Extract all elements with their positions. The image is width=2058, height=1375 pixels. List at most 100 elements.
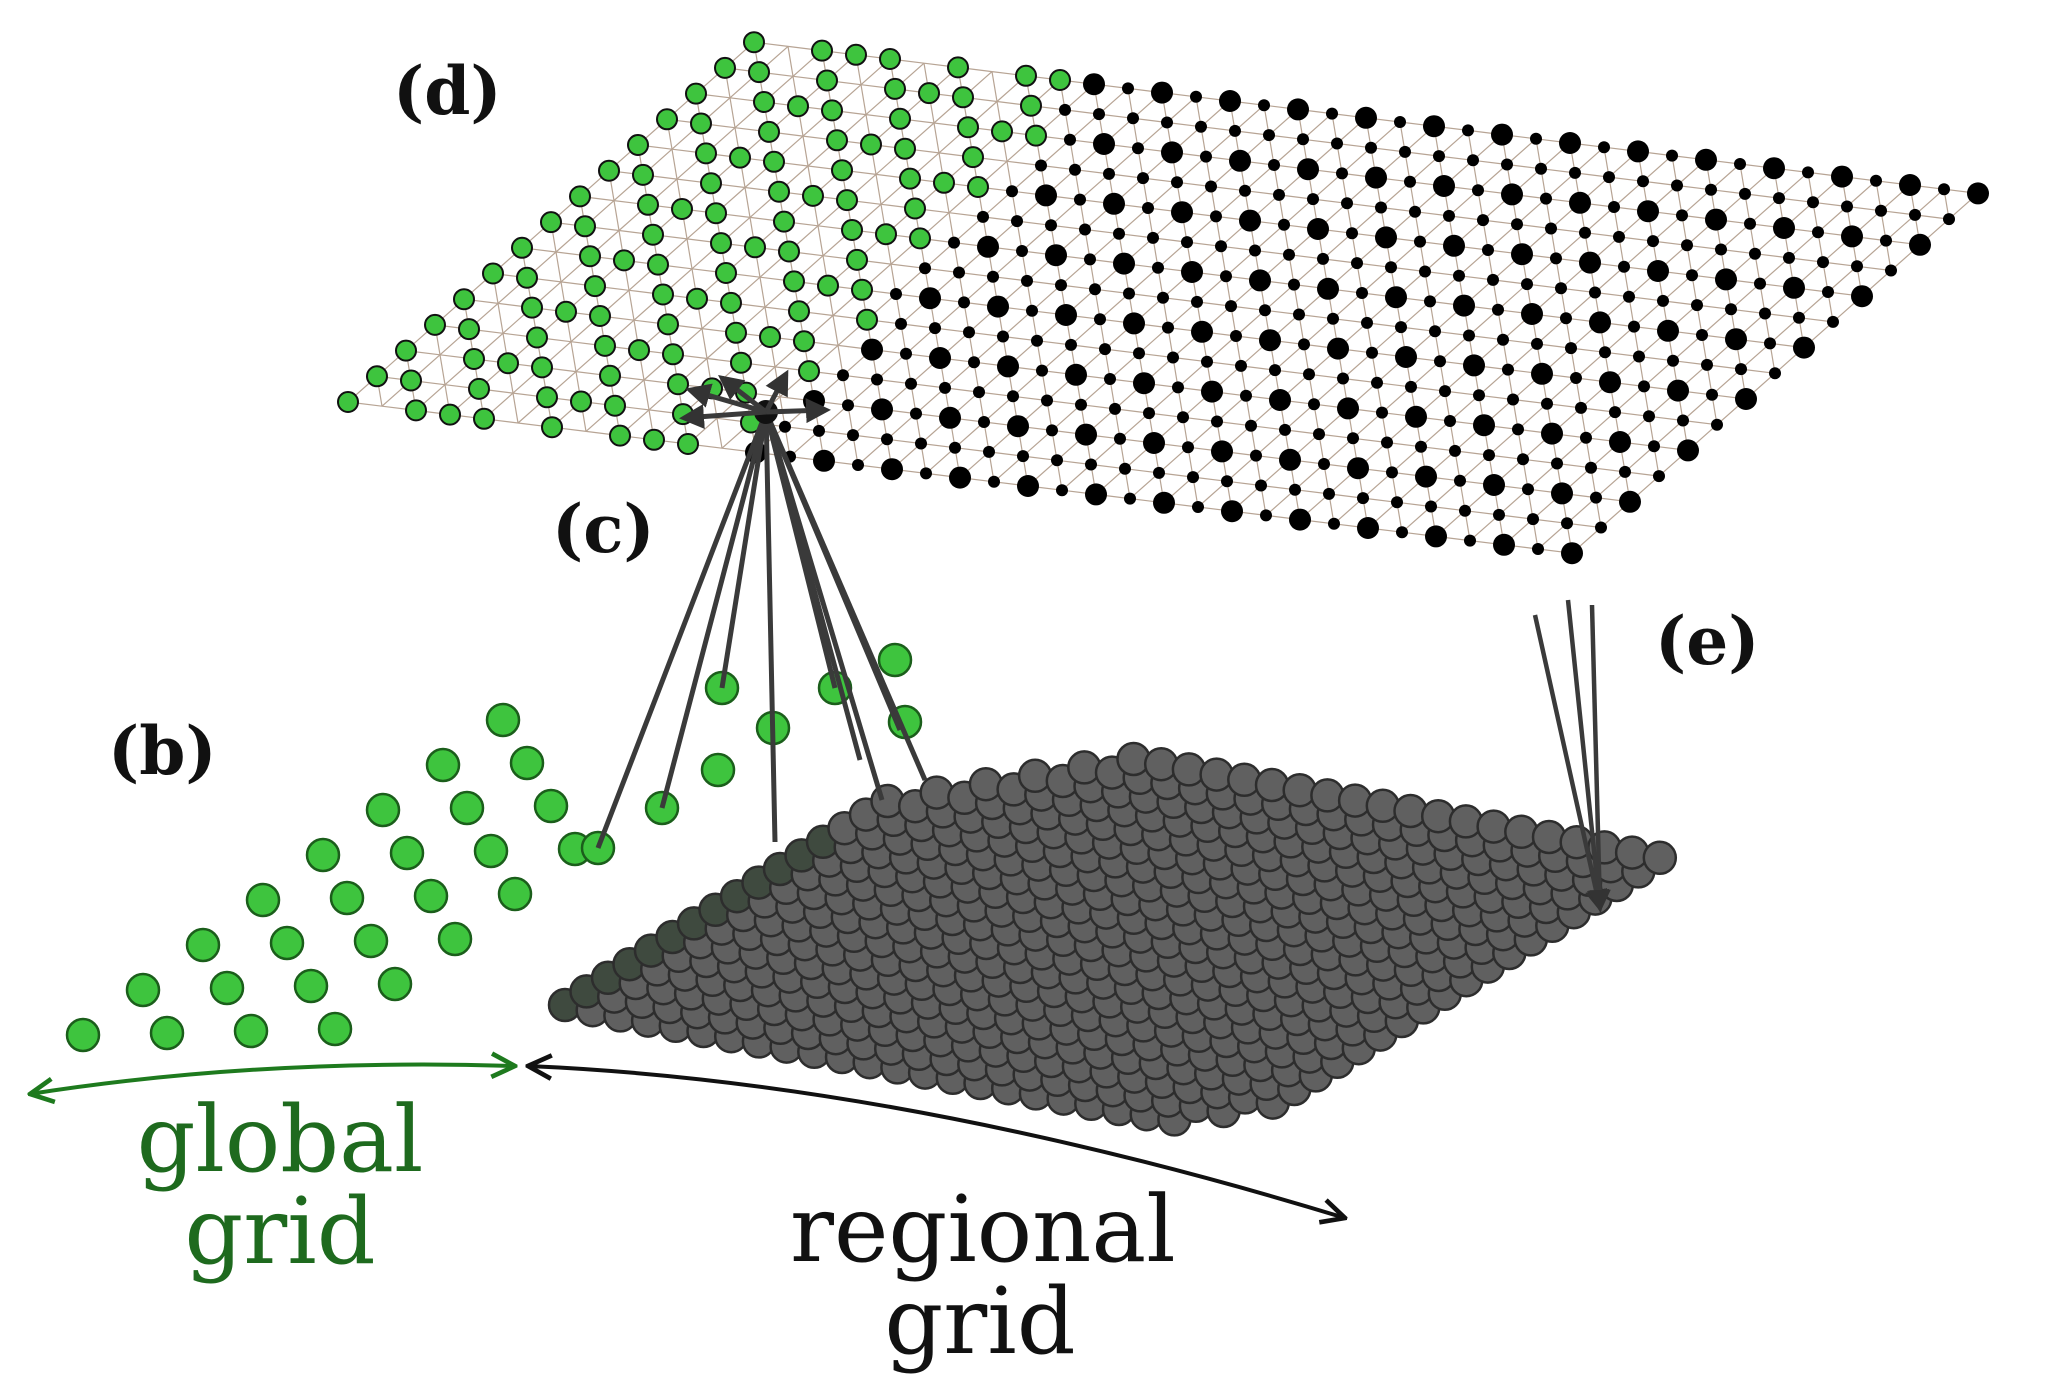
mesh-node-global (656, 108, 678, 131)
mesh-edge (1555, 232, 1586, 259)
encoder-edge (595, 411, 769, 849)
mesh-node-regional (1885, 264, 1897, 277)
mesh-edge (1419, 215, 1450, 243)
processor-message-arrow (763, 369, 789, 414)
mesh-node-regional (1181, 261, 1203, 283)
mesh-edge (1468, 309, 1499, 336)
global-grid-node (317, 1011, 353, 1047)
mesh-node-regional (1943, 213, 1955, 226)
mesh-node-regional (1706, 388, 1718, 401)
mesh-node-regional (1317, 277, 1339, 300)
mesh-edge (759, 277, 766, 308)
mesh-node-regional (1069, 163, 1081, 176)
mesh-node-regional (1161, 116, 1173, 129)
mesh-node-regional (1870, 174, 1882, 187)
mesh-node-regional (1802, 166, 1814, 179)
mesh-node-regional (1161, 141, 1183, 164)
mesh-node-global (570, 390, 592, 413)
mesh-node-regional (1415, 440, 1427, 453)
mesh-edge (1595, 471, 1626, 499)
mesh-node-global (763, 150, 785, 173)
mesh-node-regional (1657, 294, 1669, 307)
mesh-node-regional (1327, 337, 1349, 360)
mesh-node-regional (1467, 154, 1479, 167)
mesh-node-regional (1851, 285, 1873, 308)
mesh-edge (1517, 403, 1548, 430)
mesh-edge (1118, 207, 1149, 235)
regional-grid-node (1420, 798, 1456, 834)
mesh-node-regional (1104, 373, 1116, 385)
mesh-node-regional (1341, 197, 1353, 210)
mesh-edge (1098, 87, 1129, 115)
mesh-edge (1109, 352, 1140, 380)
mesh-node-regional (1705, 208, 1727, 231)
global-grid-node (497, 876, 533, 912)
mesh-node-global (643, 428, 665, 451)
mesh-node-regional (1263, 129, 1275, 142)
mesh-edge (570, 341, 577, 372)
mesh-edge (1196, 275, 1227, 303)
mesh-node-regional (1681, 239, 1693, 252)
regional-grid-node (1067, 750, 1102, 785)
mesh-edge (1546, 377, 1577, 405)
mesh-node-regional (1696, 329, 1708, 341)
mesh-edge (1438, 129, 1469, 157)
mesh-node-regional (1297, 133, 1309, 146)
mesh-node-regional (1239, 184, 1251, 197)
mesh-node-global (836, 189, 858, 212)
mesh-node-global (642, 223, 664, 246)
mesh-node-regional (1229, 149, 1251, 172)
mesh-node-regional (1569, 191, 1591, 214)
mesh-node-regional (1031, 334, 1043, 347)
mesh-edge (1914, 188, 1945, 216)
mesh-node-regional (1084, 253, 1096, 266)
mesh-edge (1090, 438, 1121, 465)
regional-grid-node (1254, 767, 1290, 803)
mesh-node-global (904, 197, 926, 220)
mesh-node-regional (1535, 162, 1547, 175)
global-grid-node (329, 880, 365, 916)
mesh-node-regional (1289, 483, 1301, 496)
mesh-node-global (652, 283, 674, 306)
mesh-node-regional (1269, 364, 1281, 377)
mesh-node-regional (1648, 440, 1660, 453)
mesh-node-global (453, 288, 475, 311)
mesh-node-regional (1221, 475, 1233, 488)
mesh-node-regional (1589, 311, 1611, 334)
mesh-node-regional (1229, 124, 1241, 137)
mesh-node-regional (1493, 533, 1515, 556)
panel-label-e: (e) (1655, 602, 1760, 680)
mesh-node-regional (1250, 449, 1262, 462)
mesh-node-regional (1463, 329, 1475, 342)
mesh-node-global (851, 278, 873, 301)
global-grid-node (533, 788, 569, 824)
mesh-edge (1099, 293, 1130, 320)
mesh-node-regional (1260, 509, 1272, 522)
mesh-node-regional (1133, 372, 1155, 395)
mesh-node-global (758, 120, 780, 143)
mesh-edge (1380, 181, 1411, 208)
mesh-node-global (637, 193, 659, 216)
mesh-node-regional (1122, 82, 1134, 95)
mesh-node-regional (1589, 286, 1601, 299)
global-grid-nodes (65, 642, 923, 1053)
global-grid-node (149, 1015, 185, 1051)
mesh-node-regional (1273, 188, 1285, 201)
mesh-node-regional (1293, 308, 1305, 321)
mesh-node-global (918, 82, 940, 105)
mesh-edge (1458, 249, 1489, 277)
mesh-edge (1506, 138, 1537, 165)
mesh-node-global (536, 386, 558, 409)
mesh-node-regional (988, 475, 1000, 488)
mesh-edge (1216, 395, 1247, 422)
mesh-edge (1488, 428, 1519, 456)
mesh-node-regional (1512, 423, 1524, 436)
global-grid-node (449, 790, 485, 826)
mesh-node-global (540, 211, 562, 234)
mesh-node-regional (1093, 133, 1115, 155)
mesh-node-regional (1405, 405, 1427, 428)
mesh-node-regional (1143, 432, 1165, 454)
mesh-node-regional (1085, 458, 1097, 471)
mesh-edge (1682, 394, 1713, 421)
regional-grid-node (968, 766, 1004, 802)
